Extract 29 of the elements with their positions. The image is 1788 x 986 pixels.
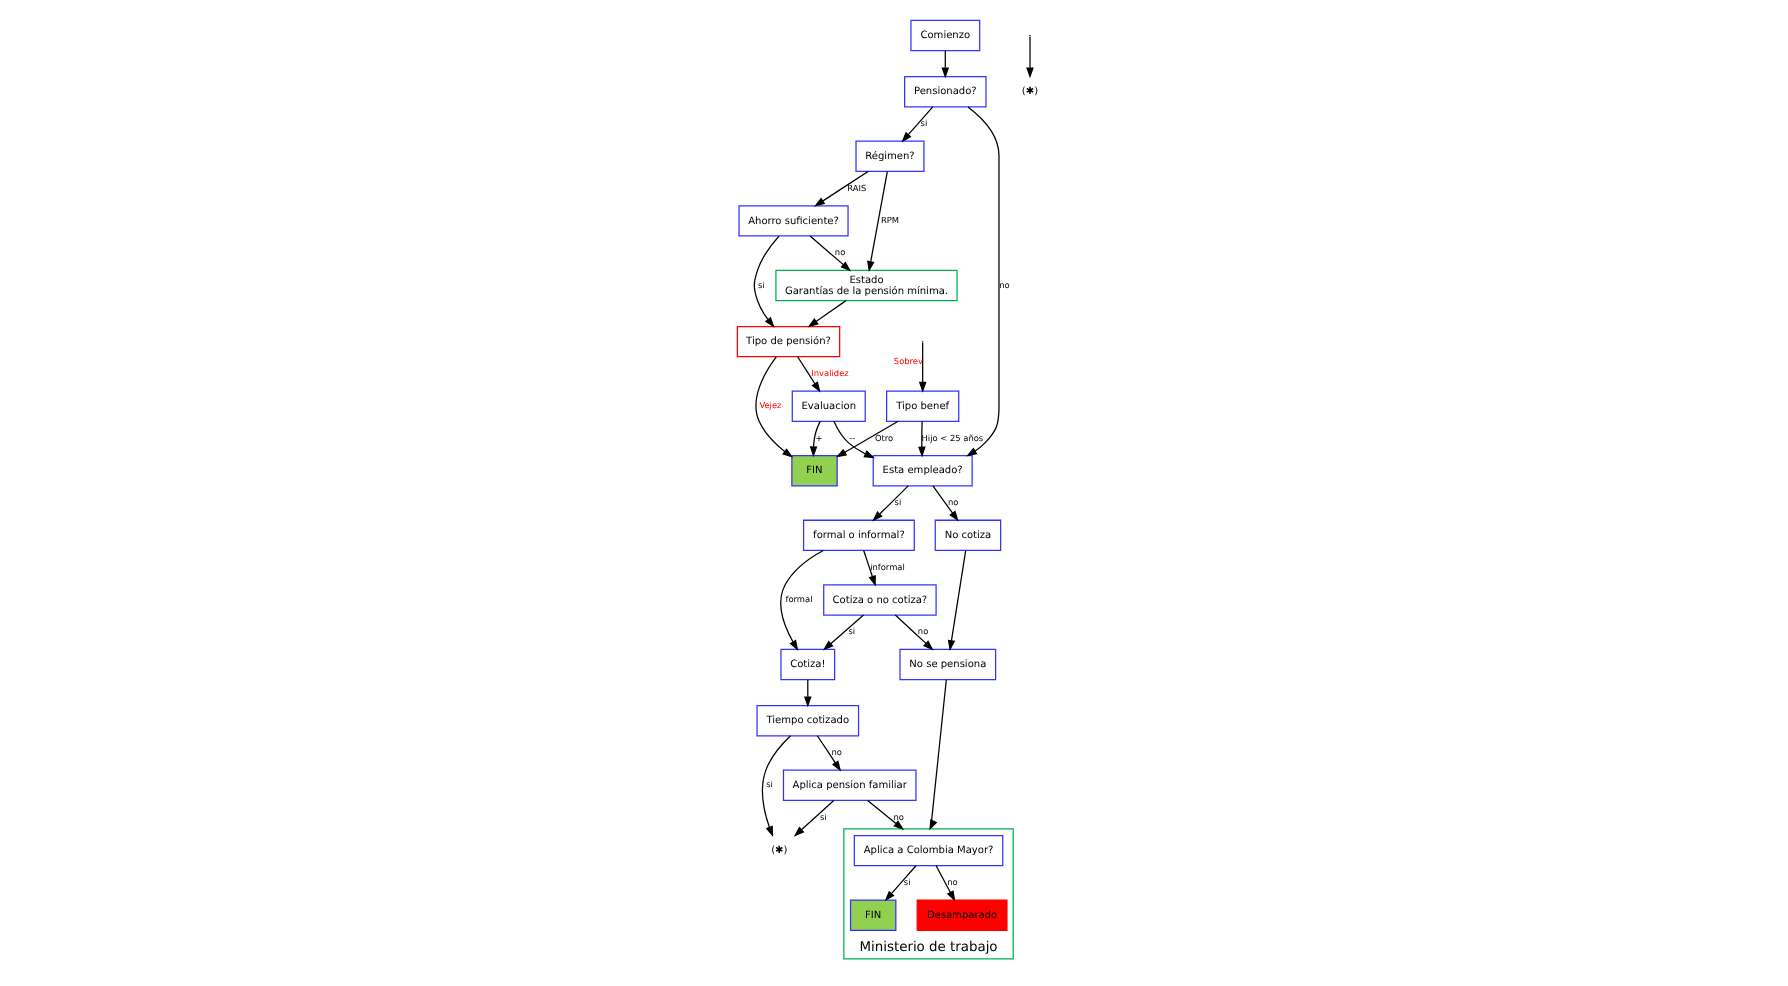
arrow	[832, 420, 874, 459]
arrow	[931, 485, 958, 522]
arrow	[779, 549, 823, 651]
arrow	[806, 300, 846, 328]
arrow	[871, 485, 908, 522]
arrow	[813, 170, 868, 207]
arrow	[792, 799, 834, 837]
arrow	[754, 356, 793, 458]
arrow	[893, 614, 933, 651]
arrow	[917, 420, 925, 458]
arrow	[900, 106, 933, 143]
arrow	[928, 679, 946, 831]
arrow	[796, 356, 820, 393]
arrow	[862, 549, 875, 587]
arrow	[865, 799, 904, 831]
arrow	[934, 865, 955, 902]
arrow	[752, 235, 779, 328]
arrow	[834, 420, 898, 458]
arrow	[866, 170, 887, 272]
arrow	[808, 235, 851, 272]
arrow	[808, 420, 820, 458]
arrow	[821, 614, 864, 651]
arrow	[815, 735, 841, 772]
arrow	[946, 549, 966, 651]
arrow	[917, 341, 926, 393]
arrow	[1025, 35, 1033, 79]
arrow	[965, 106, 999, 457]
arrow	[760, 735, 791, 838]
arrow	[883, 865, 916, 902]
